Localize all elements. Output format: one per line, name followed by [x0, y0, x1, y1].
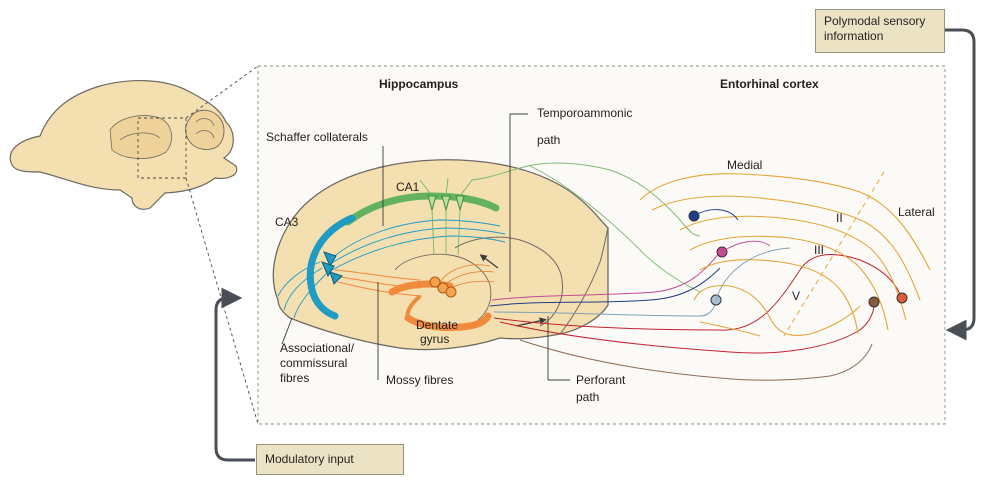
modulatory-arrow — [214, 287, 255, 462]
associational-label-line3: fibres — [280, 371, 310, 385]
perforant-path-lines — [489, 249, 903, 381]
entorhinal-cortex-layers — [639, 173, 931, 337]
layer-v-label: V — [792, 289, 801, 303]
mossy-fibres-label: Mossy fibres — [386, 373, 454, 387]
ca3-pyramidal-neurons — [321, 251, 343, 285]
ca3-band — [306, 214, 356, 320]
perforant-label-line2: path — [576, 390, 600, 404]
ca3-label: CA3 — [275, 215, 299, 229]
associational-label-line1: Associational/ — [280, 341, 355, 355]
hippocampus-body — [272, 159, 609, 351]
polymodal-arrow — [945, 28, 976, 341]
ca1-pyramidal-neurons — [419, 177, 473, 256]
lateral-label: Lateral — [898, 205, 935, 219]
layer-v-lateral-neuron — [868, 296, 880, 308]
dentate-granule-cells — [429, 276, 457, 298]
ca1-label: CA1 — [396, 180, 420, 194]
schaffer-collaterals-label: Schaffer collaterals — [266, 130, 368, 144]
polymodal-line1: Polymodal sensory — [824, 14, 926, 28]
modulatory-label: Modulatory input — [265, 452, 354, 466]
temporoammonic-path-line — [471, 162, 701, 237]
polymodal-line2: information — [824, 29, 884, 43]
layer-ii-label: II — [836, 211, 843, 225]
modulatory-input-box: Modulatory input — [256, 444, 404, 475]
schaffer-collateral-fibres — [277, 219, 506, 319]
associational-label-line2: commissural — [280, 356, 348, 370]
medial-label: Medial — [727, 158, 763, 172]
temporoammonic-label-line1: Temporoammonic — [537, 106, 633, 120]
layer-ii-lateral-neuron — [896, 292, 908, 304]
entorhinal-cortex-title: Entorhinal cortex — [720, 77, 819, 91]
layer-iii-label: III — [814, 243, 825, 257]
temporoammonic-label-line2: path — [537, 133, 561, 147]
dentate-label-line1: Dentate — [416, 318, 459, 332]
dentate-label-line2: gyrus — [420, 332, 450, 346]
perforant-label-line1: Perforant — [576, 373, 626, 387]
rat-brain-icon — [9, 80, 238, 210]
hippocampus-title: Hippocampus — [379, 77, 459, 91]
polymodal-sensory-box: Polymodal sensory information — [815, 9, 945, 53]
